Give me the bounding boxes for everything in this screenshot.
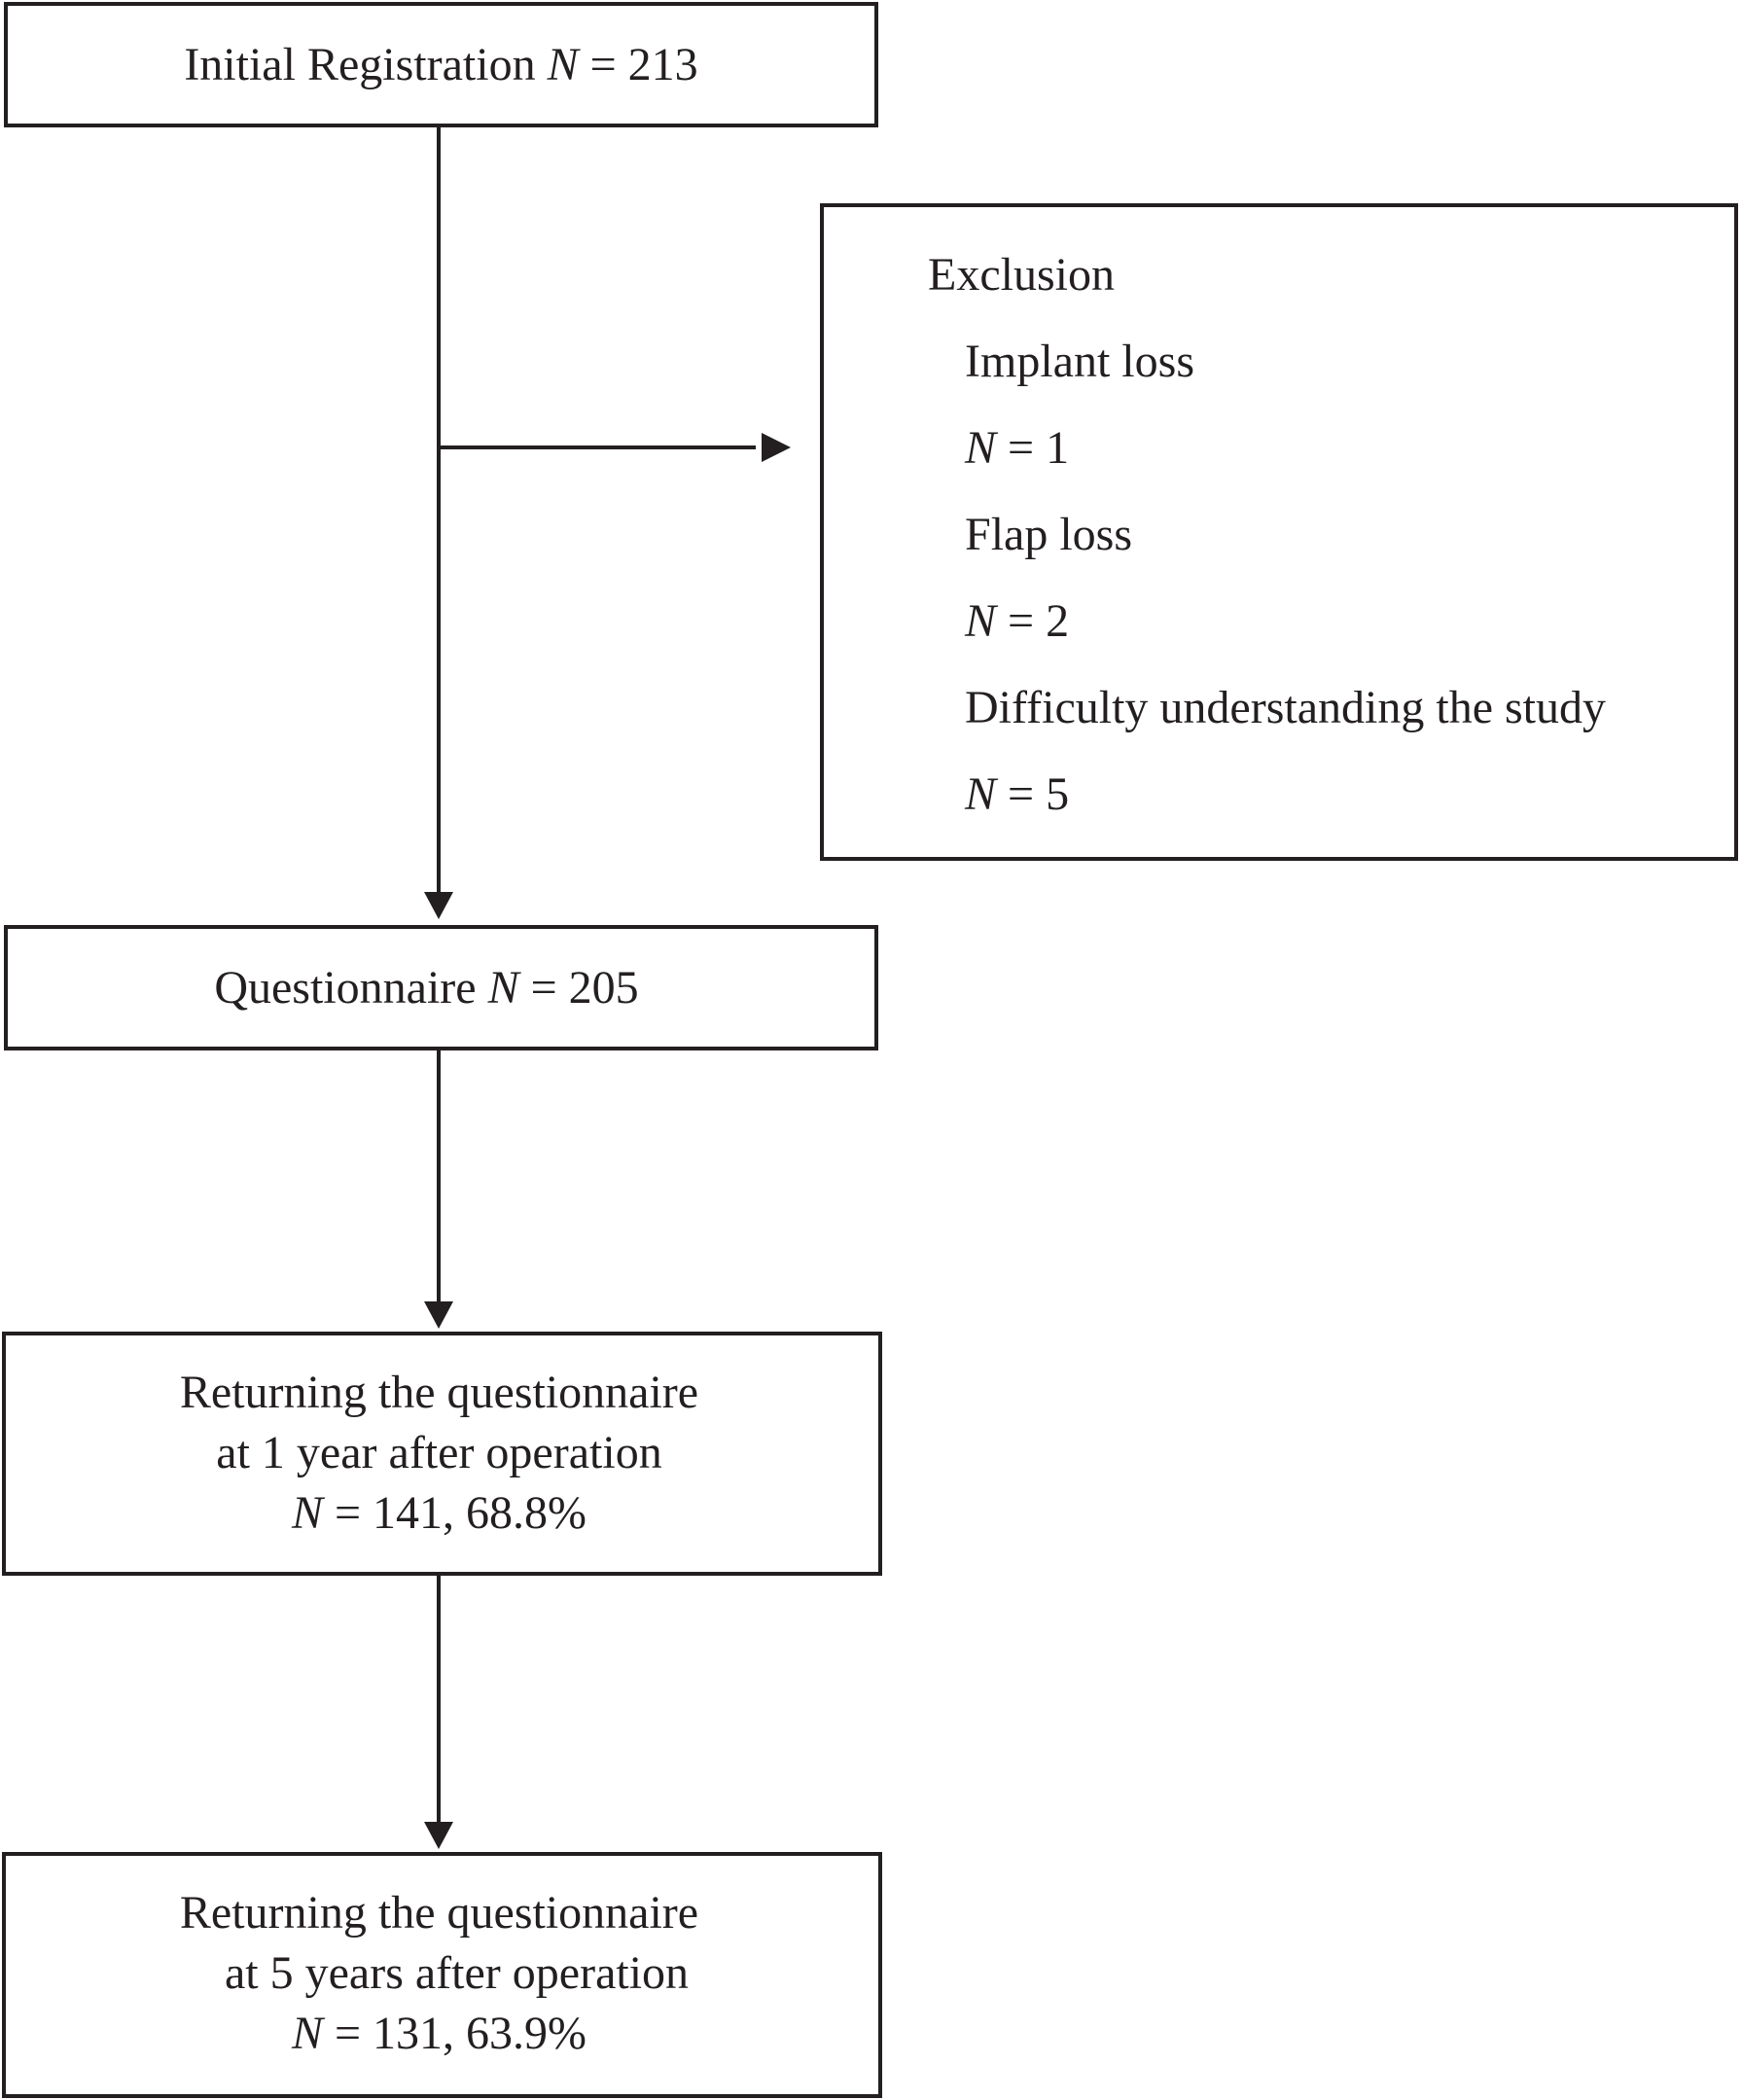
exclusion-n-symbol: N <box>965 768 997 820</box>
questionnaire-n-symbol: N <box>487 962 519 1014</box>
questionnaire-text: Questionnaire N = 205 <box>8 958 874 1018</box>
connector-to-exclusion <box>439 445 756 449</box>
questionnaire-box: Questionnaire N = 205 <box>4 925 878 1050</box>
return-5y-line1: Returning the questionnaire <box>179 1887 699 1939</box>
return-5y-n-value: = 131, 63.9% <box>334 2008 587 2059</box>
return-5y-n-symbol: N <box>291 2008 323 2059</box>
return-1y-n-symbol: N <box>291 1487 323 1539</box>
connector-initial-to-questionnaire <box>437 125 441 894</box>
return-1y-box: Returning the questionnaire at 1 year af… <box>2 1332 882 1576</box>
initial-registration-box: Initial Registration N = 213 <box>4 2 878 127</box>
exclusion-box: Exclusion Implant loss N = 1 Flap loss N… <box>820 203 1738 861</box>
exclusion-reason-difficulty: Difficulty understanding the study <box>965 682 1607 733</box>
exclusion-n-value: = 1 <box>1008 422 1070 474</box>
return-1y-line1: Returning the questionnaire <box>179 1367 699 1418</box>
initial-registration-n-symbol: N <box>547 39 579 90</box>
return-1y-line2: at 1 year after operation <box>216 1427 662 1478</box>
return-1y-n-value: = 141, 68.8% <box>334 1487 587 1539</box>
return-5y-line2: at 5 years after operation <box>224 1947 690 1999</box>
arrowhead-to-return-1y <box>424 1301 453 1329</box>
initial-registration-label: Initial Registration <box>184 39 536 90</box>
exclusion-title: Exclusion <box>928 249 1115 301</box>
questionnaire-n-value: = 205 <box>530 962 639 1014</box>
initial-registration-text: Initial Registration N = 213 <box>8 35 874 95</box>
return-5y-box: Returning the questionnaire at 5 years a… <box>2 1852 882 2098</box>
exclusion-reason-implant-loss: Implant loss <box>965 336 1194 387</box>
exclusion-n-value: = 5 <box>1008 768 1070 820</box>
arrowhead-to-questionnaire <box>424 892 453 919</box>
arrowhead-to-exclusion <box>762 433 791 462</box>
arrowhead-to-return-5y <box>424 1822 453 1849</box>
exclusion-count-implant-loss: N = 1 <box>965 421 1069 476</box>
connector-questionnaire-to-return-1y <box>437 1049 441 1303</box>
exclusion-n-symbol: N <box>965 422 997 474</box>
exclusion-reason-flap-loss: Flap loss <box>965 509 1133 560</box>
exclusion-count-flap-loss: N = 2 <box>965 594 1069 649</box>
initial-registration-n-value: = 213 <box>589 39 698 90</box>
return-1y-count: N = 141, 68.8% <box>6 1483 878 1544</box>
return-5y-count: N = 131, 63.9% <box>6 2004 878 2064</box>
questionnaire-label: Questionnaire <box>214 962 477 1014</box>
connector-return-1y-to-return-5y <box>437 1574 441 1824</box>
exclusion-n-value: = 2 <box>1008 595 1070 647</box>
exclusion-count-difficulty: N = 5 <box>965 767 1069 822</box>
exclusion-n-symbol: N <box>965 595 997 647</box>
